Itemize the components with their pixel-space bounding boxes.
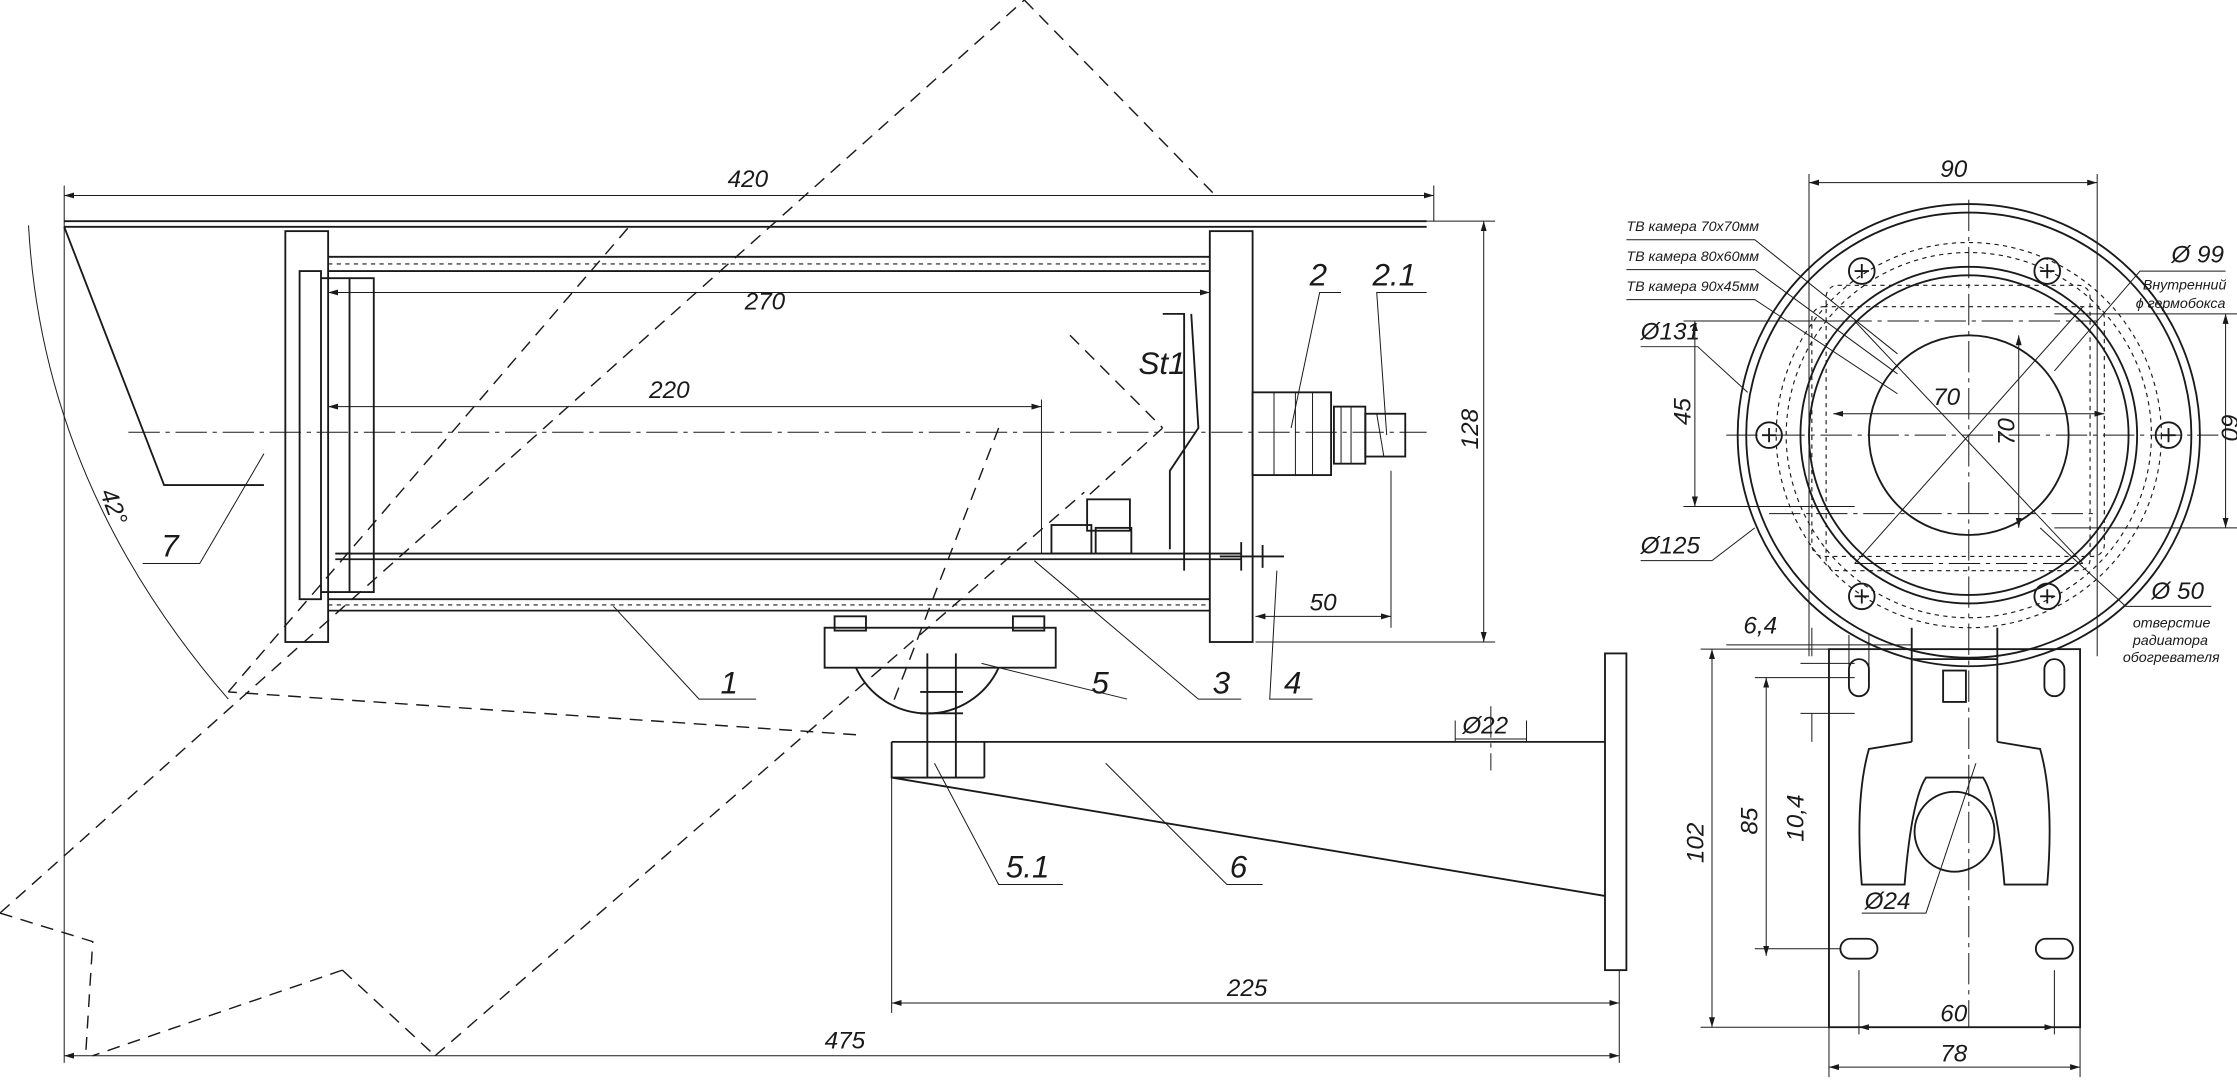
dim-angle-42: 42°: [94, 485, 132, 529]
dim-420: 420: [728, 166, 769, 193]
note-hole-3: обогревателя: [2123, 650, 2220, 666]
note-inner-1: Внутренний: [2143, 278, 2227, 294]
note-hole-2: радиатора: [2132, 633, 2208, 649]
housing-front: [1726, 199, 2219, 1028]
note-camera-90x45: ТВ камера 90x45мм: [1626, 279, 1759, 295]
leaders: [142, 291, 1427, 886]
dim-90: 90: [1940, 156, 1967, 183]
dim-d131: Ø131: [1640, 319, 1700, 346]
label-6: 6: [1230, 849, 1248, 884]
label-4: 4: [1284, 665, 1301, 700]
side-dimensions: [28, 185, 1620, 1063]
dim-60-bottom: 60: [1940, 1000, 1967, 1027]
dim-60-right: 60: [2215, 414, 2237, 441]
front-dimensions: [1683, 174, 2237, 1078]
note-hole-1: отверстие: [2133, 616, 2211, 632]
note-camera-80x60: ТВ камера 80x60мм: [1626, 249, 1759, 265]
dim-6-4: 6,4: [1743, 612, 1777, 639]
label-7: 7: [161, 528, 180, 563]
dim-70-horizontal: 70: [1933, 384, 1960, 411]
dim-10-4: 10,4: [1782, 795, 1809, 842]
dim-102: 102: [1682, 822, 1709, 863]
dim-128: 128: [1457, 408, 1484, 449]
dim-78: 78: [1940, 1040, 1967, 1067]
dim-475: 475: [825, 1028, 866, 1055]
dim-270: 270: [744, 289, 786, 316]
dim-220: 220: [648, 377, 690, 404]
side-view: 420 270 220 128 50 Ø22 225 475 42° 7 1 2…: [0, 0, 1628, 1063]
dim-d125: Ø125: [1640, 533, 1701, 560]
connector-2-1: [1332, 405, 1407, 465]
dim-45: 45: [1670, 398, 1697, 425]
dim-d24: Ø24: [1864, 888, 1911, 915]
dim-70-vertical: 70: [1993, 418, 2020, 445]
dim-d22: Ø22: [1461, 712, 1508, 739]
label-1: 1: [720, 665, 737, 700]
housing: [284, 230, 1284, 643]
label-2: 2: [1309, 257, 1327, 292]
screws: [1755, 257, 2183, 611]
arm-6: [890, 652, 1628, 972]
front-view: 90 ТВ камера 70x70мм ТВ камера 80x60мм Т…: [1626, 156, 2237, 1078]
dim-d99: Ø 99: [2170, 242, 2224, 269]
connector-2: [1251, 391, 1332, 477]
note-inner-2: ϕ гермобокса: [2136, 296, 2226, 312]
rotation-envelope: [0, 0, 1214, 1057]
label-2-1: 2.1: [1371, 257, 1416, 292]
label-3: 3: [1213, 665, 1231, 700]
dim-d50: Ø 50: [2150, 578, 2204, 605]
label-5: 5: [1091, 665, 1109, 700]
dim-50: 50: [1310, 590, 1337, 617]
mount-5: [823, 615, 1057, 778]
label-st1: St1: [1138, 346, 1185, 381]
dim-85: 85: [1737, 807, 1764, 834]
dim-225: 225: [1226, 975, 1268, 1002]
front-leaders: [1626, 239, 2226, 914]
label-5-1: 5.1: [1006, 849, 1050, 884]
sunshield: [63, 220, 1427, 487]
note-camera-70x70: ТВ камера 70x70мм: [1626, 219, 1759, 235]
